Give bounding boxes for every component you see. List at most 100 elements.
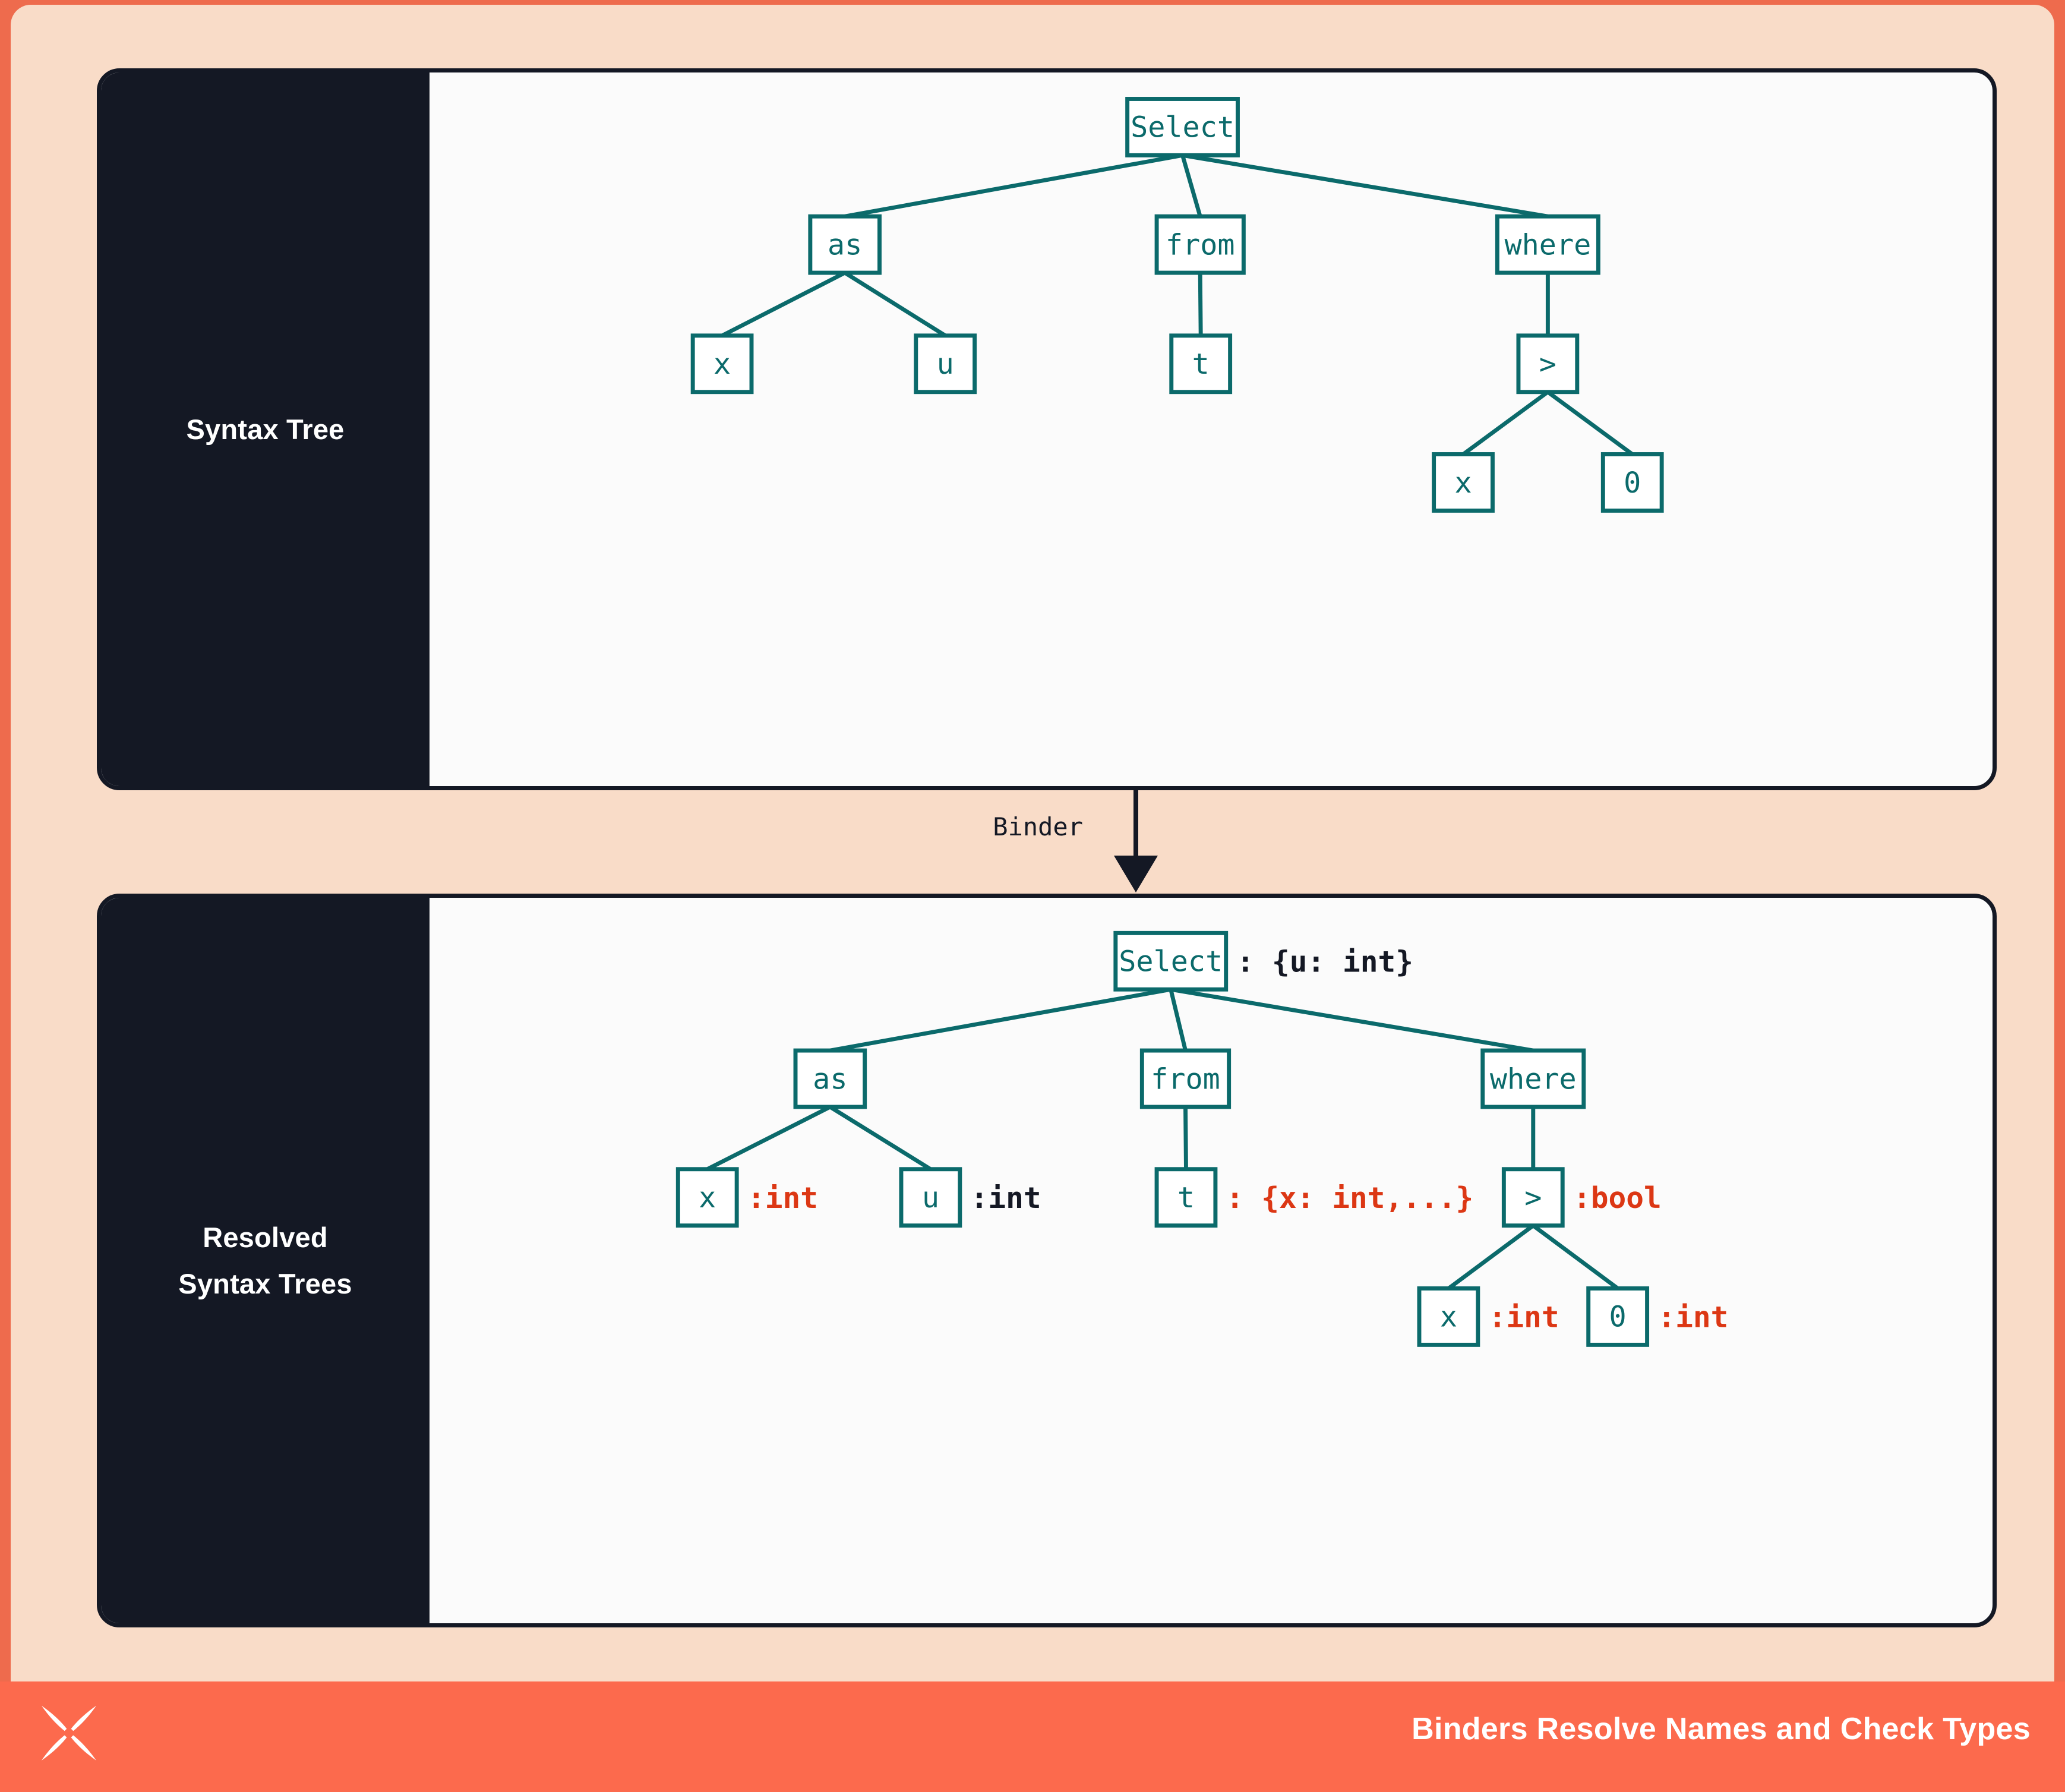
tree-edge [1169,989,1188,1051]
tree-node-gt[interactable]: > [1516,333,1580,395]
panel-syntax-tree: Syntax Tree Select as from where x u t > x 0 [97,68,1997,790]
tree-node-box [1495,214,1600,275]
tree-node-u[interactable]: u [914,333,977,395]
tree-node-as[interactable]: as [793,1048,867,1109]
tree-node-label: from [1151,1062,1220,1096]
tree-node-label: u [922,1181,939,1214]
type-annotation: :int [1657,1300,1728,1334]
tree-node-box [1586,1286,1650,1347]
panel-bottom-title: Resolved Syntax Trees [178,1214,352,1307]
tree-node-t[interactable]: t : {x: int,...} [1154,1167,1474,1228]
tree-node-select[interactable]: Select : {u: int} [1113,930,1414,992]
footer-caption: Binders Resolve Names and Check Types [1412,1712,2031,1746]
tree-node-label: 0 [1609,1301,1627,1334]
tree-node-x1[interactable]: x [690,333,754,395]
tree-node-box [1600,452,1664,513]
tree-node-label: x [1440,1301,1457,1334]
tree-node-label: Select [1131,111,1234,144]
tree-node-t[interactable]: t [1169,333,1233,395]
panel-bottom-sidebar: Resolved Syntax Trees [101,898,430,1623]
tree-node-box [1154,1167,1218,1228]
tree-edge [706,1105,831,1171]
tree-node-label: x [1454,466,1472,500]
tree-node-box [808,214,882,275]
tree-node-box [793,1048,867,1109]
panel-resolved-syntax-trees: Resolved Syntax Trees Select : {u: int} as… [97,894,1997,1627]
tree-node-box [1169,333,1233,395]
tree-node-x2[interactable]: x [1432,452,1495,513]
syntax-tree-graphic: Select as from where x u t > x 0 [690,97,1664,513]
tree-node-box [1154,214,1246,275]
binder-label: Binder [993,812,1083,841]
tree-node-select[interactable]: Select [1125,97,1240,157]
tree-node-where[interactable]: where [1495,214,1600,275]
tree-node-x1[interactable]: x :int [675,1167,818,1228]
tree-edge [1170,987,1534,1053]
x-logo-icon [41,1705,97,1761]
footer-bar: Binders Resolve Names and Check Types [0,1681,2065,1792]
tree-node-label: > [1524,1181,1542,1214]
tree-node-label: x [713,348,731,381]
tree-node-box [690,333,754,395]
panel-top-title-line-1: Syntax Tree [186,413,345,445]
tree-node-label: t [1192,348,1210,381]
tree-edge [1180,154,1202,217]
binder-transition: Binder [97,790,1997,894]
tree-node-label: x [699,1181,716,1214]
panel-top-tree-area: Select as from where x u t > x 0 [430,72,1993,786]
tree-node-box [1516,333,1580,395]
tree-edge [1546,390,1634,456]
tree-edge [829,1105,932,1171]
tree-node-label: as [813,1062,847,1096]
tree-node-where[interactable]: where [1480,1048,1586,1109]
tree-edge [1447,1223,1534,1291]
tree-node-box [899,1167,962,1228]
tree-node-label: from [1166,228,1235,261]
tree-edge [844,153,1183,219]
tree-node-box [1125,97,1240,157]
tree-edge [1182,153,1548,219]
type-annotation: : {u: int} [1237,945,1414,979]
tree-node-label: Select [1119,945,1223,979]
tree-edge [1198,273,1203,336]
panel-top-sidebar: Syntax Tree [101,72,430,786]
tree-edge [1462,390,1549,456]
tree-node-box [1480,1048,1586,1109]
tree-edge [1183,1106,1188,1169]
binder-arrow-graphic: Binder [993,790,1158,892]
tree-node-label: 0 [1624,466,1641,500]
tree-node-box [1139,1048,1232,1109]
type-annotation: :bool [1573,1181,1662,1215]
tree-node-from[interactable]: from [1154,214,1246,275]
tree-node-zero[interactable]: 0 [1600,452,1664,513]
tree-node-label: as [828,228,862,261]
type-annotation: :int [747,1181,818,1215]
tree-node-gt[interactable]: > :bool [1501,1167,1662,1228]
tree-node-label: where [1505,228,1592,261]
tree-node-as[interactable]: as [808,214,882,275]
tree-node-u[interactable]: u :int [899,1167,1041,1228]
panel-bottom-title-line-1: Resolved [203,1221,328,1253]
tree-node-zero[interactable]: 0 :int [1586,1286,1729,1347]
tree-node-box [1417,1286,1480,1347]
tree-node-x2[interactable]: x:int [1417,1286,1559,1347]
tree-node-label: t [1177,1181,1195,1214]
tree-node-box [914,333,977,395]
tree-edge [1532,1223,1619,1291]
type-annotation: :int [971,1181,1041,1215]
tree-node-label: where [1490,1062,1577,1096]
tree-node-from[interactable]: from [1139,1048,1232,1109]
tree-edge [844,271,947,337]
type-annotation: : {x: int,...} [1226,1181,1474,1215]
tree-node-label: u [937,348,954,381]
tree-node-box [675,1167,739,1228]
tree-node-box [1501,1167,1565,1228]
tree-edge [829,987,1172,1053]
tree-node-label: > [1539,348,1556,381]
tree-node-box [1432,452,1495,513]
panel-bottom-title-line-2: Syntax Trees [178,1267,352,1299]
tree-edge [721,270,846,337]
